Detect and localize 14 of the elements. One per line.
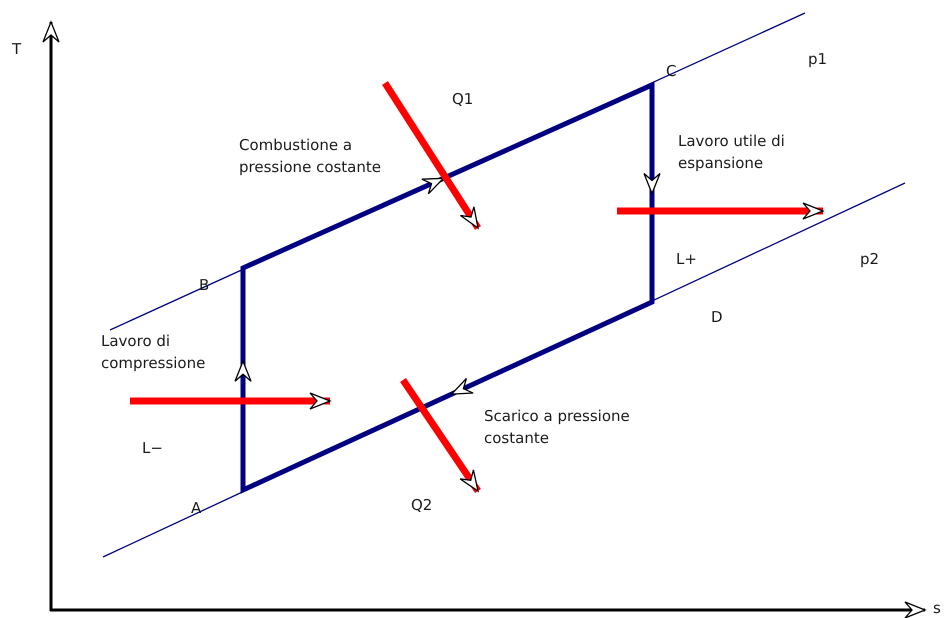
point-label: D	[711, 307, 723, 328]
process-label: Combustione a pressione costante	[239, 135, 382, 178]
isobar-label: p1	[808, 49, 828, 70]
axis-label: s	[933, 598, 941, 618]
work-label: L−	[142, 438, 163, 459]
process-label: Scarico a pressione costante	[484, 406, 631, 449]
heat-label: Q2	[411, 495, 432, 516]
heat-label: Q1	[452, 89, 474, 110]
point-label: A	[191, 498, 202, 519]
axis-label: T	[12, 39, 22, 60]
isobar-label: p2	[860, 249, 880, 270]
work-label: L+	[676, 249, 697, 270]
process-label: Lavoro utile di espansione	[678, 131, 786, 174]
process-label: Lavoro di compressione	[101, 331, 206, 374]
